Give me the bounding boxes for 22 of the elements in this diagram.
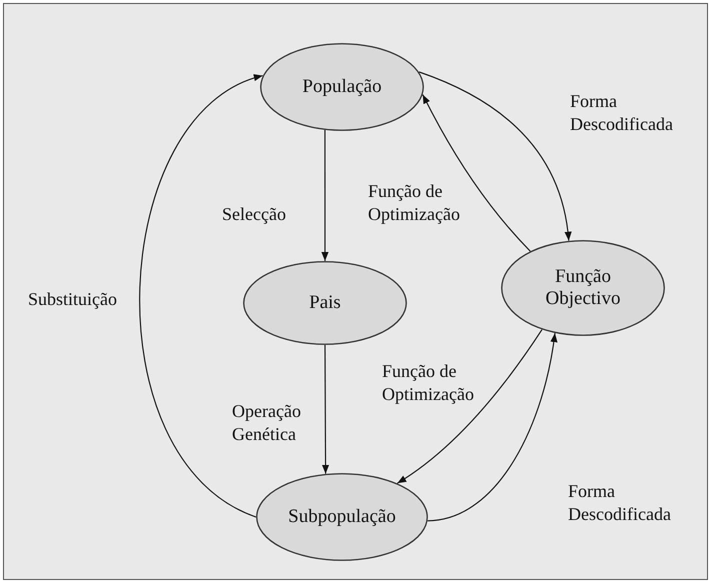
arrow: [321, 130, 329, 261]
node-label: Subpopulação: [287, 506, 397, 528]
edge-label: Forma Descodificada: [568, 480, 672, 526]
ellipse-node: [256, 473, 428, 561]
edge-label: Substituição: [28, 288, 118, 311]
ellipse-node: [501, 240, 665, 336]
node-label: População: [301, 76, 383, 98]
edge-label: Operação Genética: [232, 400, 302, 446]
arrow: [322, 345, 330, 474]
ellipse-node: [260, 43, 424, 131]
arrow: [418, 71, 572, 241]
ellipse-node: [243, 261, 407, 345]
edge-label: Função de Optimização: [368, 180, 461, 226]
node-label: Função Objectivo: [544, 266, 622, 310]
edge-label: Função de Optimização: [382, 360, 475, 406]
arrow: [139, 75, 263, 518]
edge-label: Selecção: [222, 203, 287, 226]
arrow: [422, 94, 531, 252]
arrow: [428, 333, 558, 522]
arrow: [396, 329, 542, 484]
edge-label: Forma Descodificada: [570, 90, 674, 136]
node-label: Pais: [308, 292, 342, 314]
